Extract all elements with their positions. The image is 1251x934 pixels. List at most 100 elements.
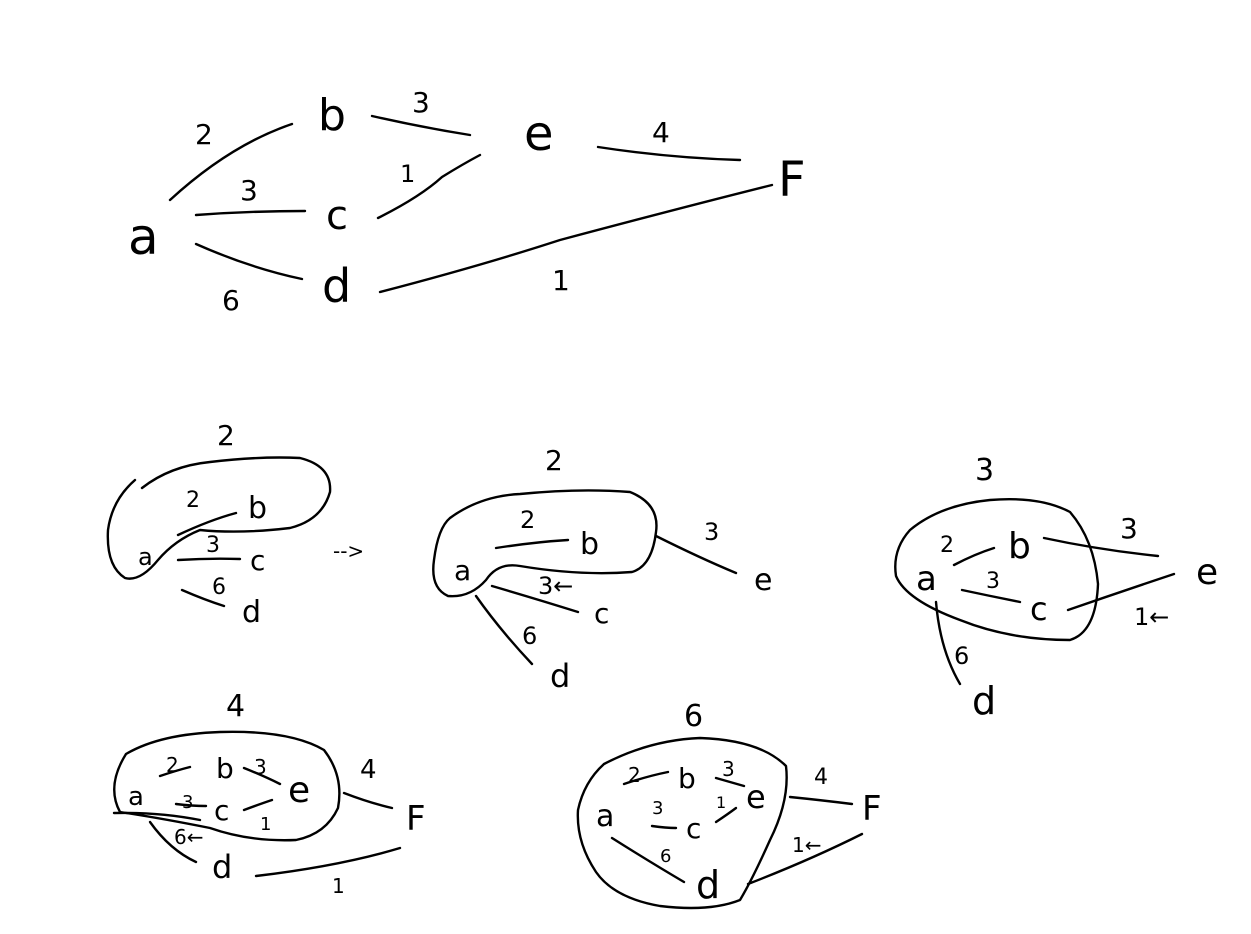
step-2-node-b: b (580, 527, 599, 562)
step-1-weight-a-b: 2 (186, 488, 200, 513)
main-graph: a b c d e F 2 3 6 3 1 4 1 (128, 86, 806, 317)
step-4-weight-a-c: 3 (182, 792, 193, 813)
step-4-node-d: d (212, 848, 232, 886)
step-4-edge-b-e (242, 766, 282, 786)
step-3-cluster (894, 498, 1100, 642)
step-4-node-f: F (406, 799, 426, 839)
step-1-arrow: --> (333, 539, 364, 563)
step-3-edge-c-e (1066, 572, 1176, 612)
step-4-weight-b-e: 3 (254, 755, 267, 779)
main-weight-e-f: 4 (652, 116, 670, 149)
step-3-edge-b-e (1042, 536, 1160, 558)
step-2-edge-a-d (474, 594, 534, 666)
step-5-node-b: b (678, 762, 696, 795)
edge-c-e (376, 153, 482, 220)
step-4-edge-a-d (148, 820, 198, 864)
main-weight-a-d: 6 (222, 284, 240, 317)
edge-d-f (378, 183, 774, 294)
step-2-node-d: d (550, 657, 570, 695)
step-2-edge-a-b (494, 538, 570, 550)
step-1: 2 a b c d 2 3 6 --> (106, 419, 364, 630)
step-4-edge-a-c (174, 802, 208, 808)
main-node-b: b (318, 90, 346, 141)
main-weight-b-e: 3 (412, 86, 430, 119)
step-2-node-c: c (594, 597, 609, 630)
step-5-edge-e-f (788, 795, 854, 806)
step-4-edge-e-f (342, 791, 394, 810)
step-4-weight-d-f: 1 (332, 874, 345, 898)
step-3-weight-b-e: 3 (1120, 512, 1138, 545)
step-3-cost: 3 (975, 453, 994, 488)
step-1-node-b: b (248, 491, 267, 526)
step-3-edge-a-b (952, 546, 996, 567)
step-3-edge-a-d (934, 600, 962, 686)
step-5-node-d: d (696, 863, 720, 907)
step-3-node-e: e (1196, 552, 1218, 593)
step-4-weight-a-d: 6← (174, 825, 203, 849)
step-4-edge-d-f (254, 846, 402, 878)
step-1-node-d: d (242, 595, 261, 630)
step-1-node-c: c (250, 544, 265, 577)
step-5-weight-e-f: 4 (814, 765, 828, 790)
step-5-weight-d-f: 1← (792, 833, 821, 857)
step-2: 2 a b c d e 2 3← 6 3 (432, 444, 772, 695)
step-4-cluster-tail (112, 811, 202, 822)
step-3-node-b: b (1008, 526, 1031, 567)
step-3-edge-a-c (960, 588, 1022, 604)
step-2-edge-b-e (654, 534, 738, 575)
step-3-weight-a-c: 3 (986, 569, 1000, 594)
step-4: 4 a b c d e F 2 3 3 1 4 6← 1 (112, 689, 426, 898)
step-1-edge-a-c (176, 557, 242, 562)
step-5-node-a: a (596, 799, 614, 834)
step-2-weight-b-e: 3 (704, 518, 719, 546)
main-weight-a-c: 3 (240, 174, 258, 207)
step-1-weight-a-c: 3 (206, 533, 220, 558)
main-node-f: F (778, 152, 806, 208)
step-3-node-c: c (1030, 590, 1048, 628)
step-4-weight-c-e: 1 (260, 814, 271, 835)
step-5-weight-a-d: 6 (660, 846, 671, 867)
step-2-cluster (432, 489, 658, 598)
step-1-weight-a-d: 6 (212, 575, 226, 600)
step-4-node-b: b (216, 752, 234, 785)
step-2-weight-a-c: 3← (538, 572, 573, 600)
step-4-node-a: a (128, 782, 144, 812)
step-4-node-e: e (288, 770, 310, 811)
step-5-weight-b-e: 3 (722, 757, 735, 781)
main-node-e: e (524, 106, 554, 162)
step-1-cost: 2 (217, 419, 235, 452)
step-5-edge-a-d (610, 836, 686, 884)
main-node-c: c (326, 193, 348, 239)
step-3-weight-a-b: 2 (940, 533, 954, 558)
main-weight-c-e: 1 (400, 160, 415, 188)
step-3-node-d: d (972, 679, 996, 723)
step-2-node-a: a (454, 554, 471, 587)
step-5-edge-a-c (650, 824, 678, 830)
edge-b-e (370, 114, 472, 137)
step-5-edge-d-f (746, 832, 864, 886)
step-4-node-c: c (214, 794, 229, 827)
step-5-edge-c-e (714, 806, 738, 824)
step-3-node-a: a (916, 559, 937, 599)
edge-a-b (168, 122, 294, 202)
step-2-weight-a-b: 2 (520, 506, 535, 534)
step-5-weight-a-b: 2 (628, 763, 641, 787)
step-4-edge-c-e (242, 798, 274, 812)
main-weight-d-f: 1 (552, 264, 570, 297)
step-4-edge-a-b (158, 765, 192, 778)
step-5-edge-a-b (622, 770, 670, 786)
step-2-node-e: e (754, 563, 772, 598)
step-1-edge-a-d (180, 588, 226, 608)
step-3-weight-a-d: 6 (954, 642, 969, 670)
step-5-node-f: F (862, 789, 882, 829)
step-5-weight-a-c: 3 (652, 798, 663, 819)
step-1-cluster (106, 456, 332, 580)
step-2-weight-a-d: 6 (522, 622, 537, 650)
edge-a-c (194, 209, 307, 217)
step-5: 6 a b c d e F 2 3 3 1 6 4 1← (576, 699, 882, 910)
edge-e-f (596, 145, 742, 162)
step-3-weight-c-e: 1← (1134, 603, 1169, 631)
step-4-weight-e-f: 4 (360, 755, 377, 785)
step-4-weight-a-b: 2 (166, 753, 179, 777)
